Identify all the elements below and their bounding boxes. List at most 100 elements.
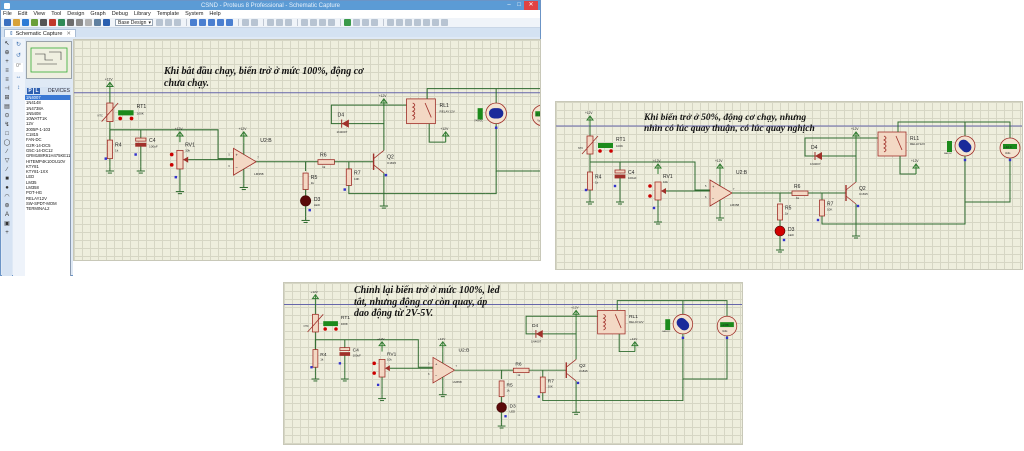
wire-autorouter-icon[interactable]	[387, 19, 394, 26]
overview-window[interactable]	[26, 41, 72, 79]
menu-graph[interactable]: Graph	[90, 11, 106, 17]
device-item[interactable]: 3005P-1-103	[26, 126, 51, 132]
3d-icon[interactable]	[67, 19, 74, 26]
property-tool-icon[interactable]	[405, 19, 412, 26]
menu-template[interactable]: Template	[156, 11, 180, 17]
pan-icon[interactable]	[190, 19, 197, 26]
source-icon[interactable]	[94, 19, 101, 26]
home-icon[interactable]	[40, 19, 47, 26]
paste-icon[interactable]	[285, 19, 292, 26]
save-icon[interactable]	[22, 19, 29, 26]
device-item[interactable]: LED	[26, 174, 35, 180]
device-item[interactable]: TERMINAL2	[26, 206, 50, 212]
new-icon[interactable]	[4, 19, 11, 26]
mode-tool-9-icon[interactable]: ↯	[4, 122, 10, 128]
tab-close-icon[interactable]: ✕	[66, 30, 71, 37]
block-delete-icon[interactable]	[328, 19, 335, 26]
decompose-icon[interactable]	[371, 19, 378, 26]
menu-system[interactable]: System	[185, 11, 204, 17]
device-item[interactable]: C1815	[26, 132, 39, 138]
zoom-out-icon[interactable]	[208, 19, 215, 26]
device-item[interactable]: 1N4148	[26, 100, 41, 106]
mirror-y-icon[interactable]: ↕	[17, 85, 20, 91]
mode-tool-11-icon[interactable]: ◯	[3, 140, 11, 146]
angle-field[interactable]: 0°	[14, 63, 23, 72]
device-item[interactable]: FAN-DC	[26, 137, 42, 143]
mode-tool-14-icon[interactable]: ∕	[6, 167, 8, 173]
pcb-icon[interactable]	[58, 19, 65, 26]
menu-edit[interactable]: Edit	[17, 11, 28, 17]
mode-tool-6-icon[interactable]: ⊞	[4, 95, 10, 101]
device-item[interactable]: SW-SPDT-MOM	[26, 200, 57, 206]
rotate-ccw-icon[interactable]: ↺	[15, 53, 22, 59]
pick-devices-button[interactable]: P	[27, 88, 33, 94]
gerber-icon[interactable]	[76, 19, 83, 26]
design-explorer-icon[interactable]	[441, 19, 448, 26]
origin-icon[interactable]	[174, 19, 181, 26]
packaging-icon[interactable]	[362, 19, 369, 26]
close-button[interactable]: ✕	[524, 1, 538, 10]
help-icon[interactable]	[103, 19, 110, 26]
delete-sheet-icon[interactable]	[423, 19, 430, 26]
device-item[interactable]: G5C-14-DC12	[26, 147, 53, 153]
zoom-all-icon[interactable]	[217, 19, 224, 26]
mode-tool-18-icon[interactable]: ⊛	[4, 203, 10, 209]
device-item[interactable]: 1N4007	[25, 95, 70, 101]
menu-tool[interactable]: Tool	[51, 11, 62, 17]
bom-icon[interactable]	[85, 19, 92, 26]
mode-tool-4-icon[interactable]: ≡	[5, 77, 9, 83]
zoom-in-icon[interactable]	[199, 19, 206, 26]
rotate-cw-icon[interactable]: ↻	[15, 42, 22, 48]
mode-tool-13-icon[interactable]: ▽	[4, 158, 10, 164]
copy-icon[interactable]	[276, 19, 283, 26]
block-move-icon[interactable]	[310, 19, 317, 26]
device-item[interactable]: LM358	[26, 185, 39, 191]
mode-tool-16-icon[interactable]: ●	[5, 185, 9, 191]
mode-tool-10-icon[interactable]: □	[5, 131, 9, 137]
new-sheet-icon[interactable]	[414, 19, 421, 26]
mirror-x-icon[interactable]: ↔	[15, 74, 22, 80]
device-item[interactable]: KTY81-1XX	[26, 169, 49, 175]
menu-view[interactable]: View	[33, 11, 46, 17]
tab-schematic-capture[interactable]: ⇕ Schematic Capture ✕	[4, 29, 76, 37]
menu-debug[interactable]: Debug	[111, 11, 128, 17]
device-item[interactable]: LM35	[26, 179, 37, 185]
pick-device-icon[interactable]	[344, 19, 351, 26]
device-item[interactable]: RELAY12V	[26, 195, 47, 201]
mode-tool-2-icon[interactable]: +	[5, 59, 9, 65]
cut-icon[interactable]	[267, 19, 274, 26]
block-copy-icon[interactable]	[301, 19, 308, 26]
mode-tool-0-icon[interactable]: ↖	[4, 41, 10, 47]
device-item[interactable]: GRM188R61H475KE11	[26, 153, 70, 159]
search-icon[interactable]	[396, 19, 403, 26]
mode-tool-19-icon[interactable]: A	[4, 212, 9, 218]
menu-design[interactable]: Design	[67, 11, 85, 17]
exit-parent-icon[interactable]	[432, 19, 439, 26]
close-project-icon[interactable]	[31, 19, 38, 26]
device-item[interactable]: 12V	[26, 121, 34, 127]
device-item[interactable]: KTY81	[26, 163, 39, 169]
mode-tool-7-icon[interactable]: ▤	[4, 104, 10, 110]
zoom-area-icon[interactable]	[226, 19, 233, 26]
maximize-button[interactable]: □	[517, 2, 521, 8]
block-rotate-icon[interactable]	[319, 19, 326, 26]
device-item[interactable]: G2R-14-DC5	[26, 142, 51, 148]
minimize-button[interactable]: –	[507, 2, 511, 8]
mode-tool-17-icon[interactable]: ◠	[4, 194, 10, 200]
open-icon[interactable]	[13, 19, 20, 26]
menu-file[interactable]: File	[3, 11, 12, 17]
refresh-icon[interactable]	[156, 19, 163, 26]
device-item[interactable]: POT-HG	[26, 190, 43, 196]
device-item[interactable]: 10WATT1K	[26, 116, 48, 122]
device-item[interactable]: 1N5408	[26, 110, 41, 116]
undo-icon[interactable]	[242, 19, 249, 26]
redo-icon[interactable]	[251, 19, 258, 26]
mode-tool-12-icon[interactable]: ∕	[6, 149, 8, 155]
schematic-icon[interactable]	[49, 19, 56, 26]
mode-tool-20-icon[interactable]: ▣	[4, 221, 10, 227]
mode-tool-3-icon[interactable]: ≡	[5, 68, 9, 74]
design-select[interactable]: Base Design▾	[115, 19, 153, 26]
device-item[interactable]: 1N4738A	[26, 105, 44, 111]
